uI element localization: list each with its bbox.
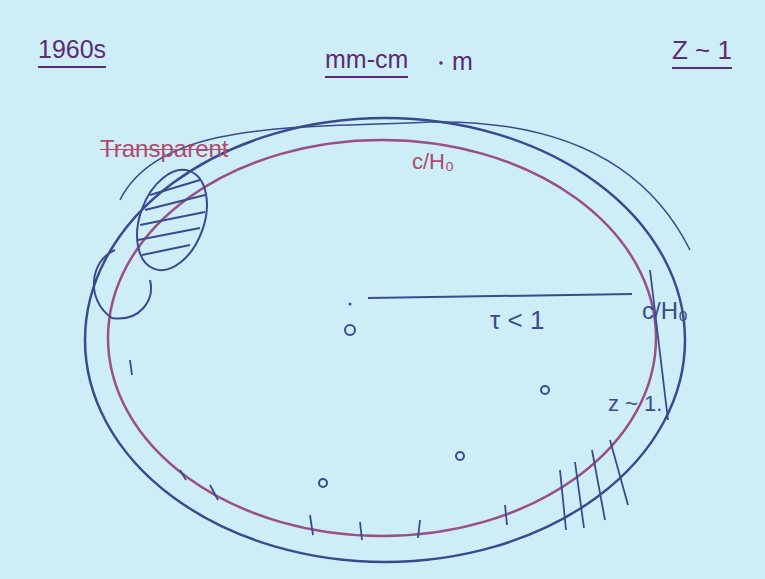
horizon-label: c/H₀	[642, 298, 688, 324]
outer-circle	[85, 118, 685, 562]
redshift-note: Z ~ 1	[672, 36, 732, 69]
wavelength-note: mm-cm	[325, 46, 408, 78]
optical-depth-label: τ < 1	[490, 306, 544, 335]
hatched-patch	[94, 160, 220, 318]
inner-circle	[108, 140, 656, 536]
observer	[345, 325, 355, 335]
horizon-label: c/H₀	[412, 150, 454, 174]
transparent-note: Transparent	[100, 136, 229, 162]
dot	[439, 61, 443, 65]
dot	[349, 303, 352, 306]
wavelength-note: m	[452, 48, 473, 76]
redshift-label: z ~ 1.	[608, 392, 662, 416]
year-note: 1960s	[38, 36, 106, 68]
galaxy	[319, 479, 327, 487]
band-ticks	[130, 270, 668, 540]
radius-line	[368, 294, 632, 298]
galaxy	[541, 386, 549, 394]
galaxy	[456, 452, 464, 460]
